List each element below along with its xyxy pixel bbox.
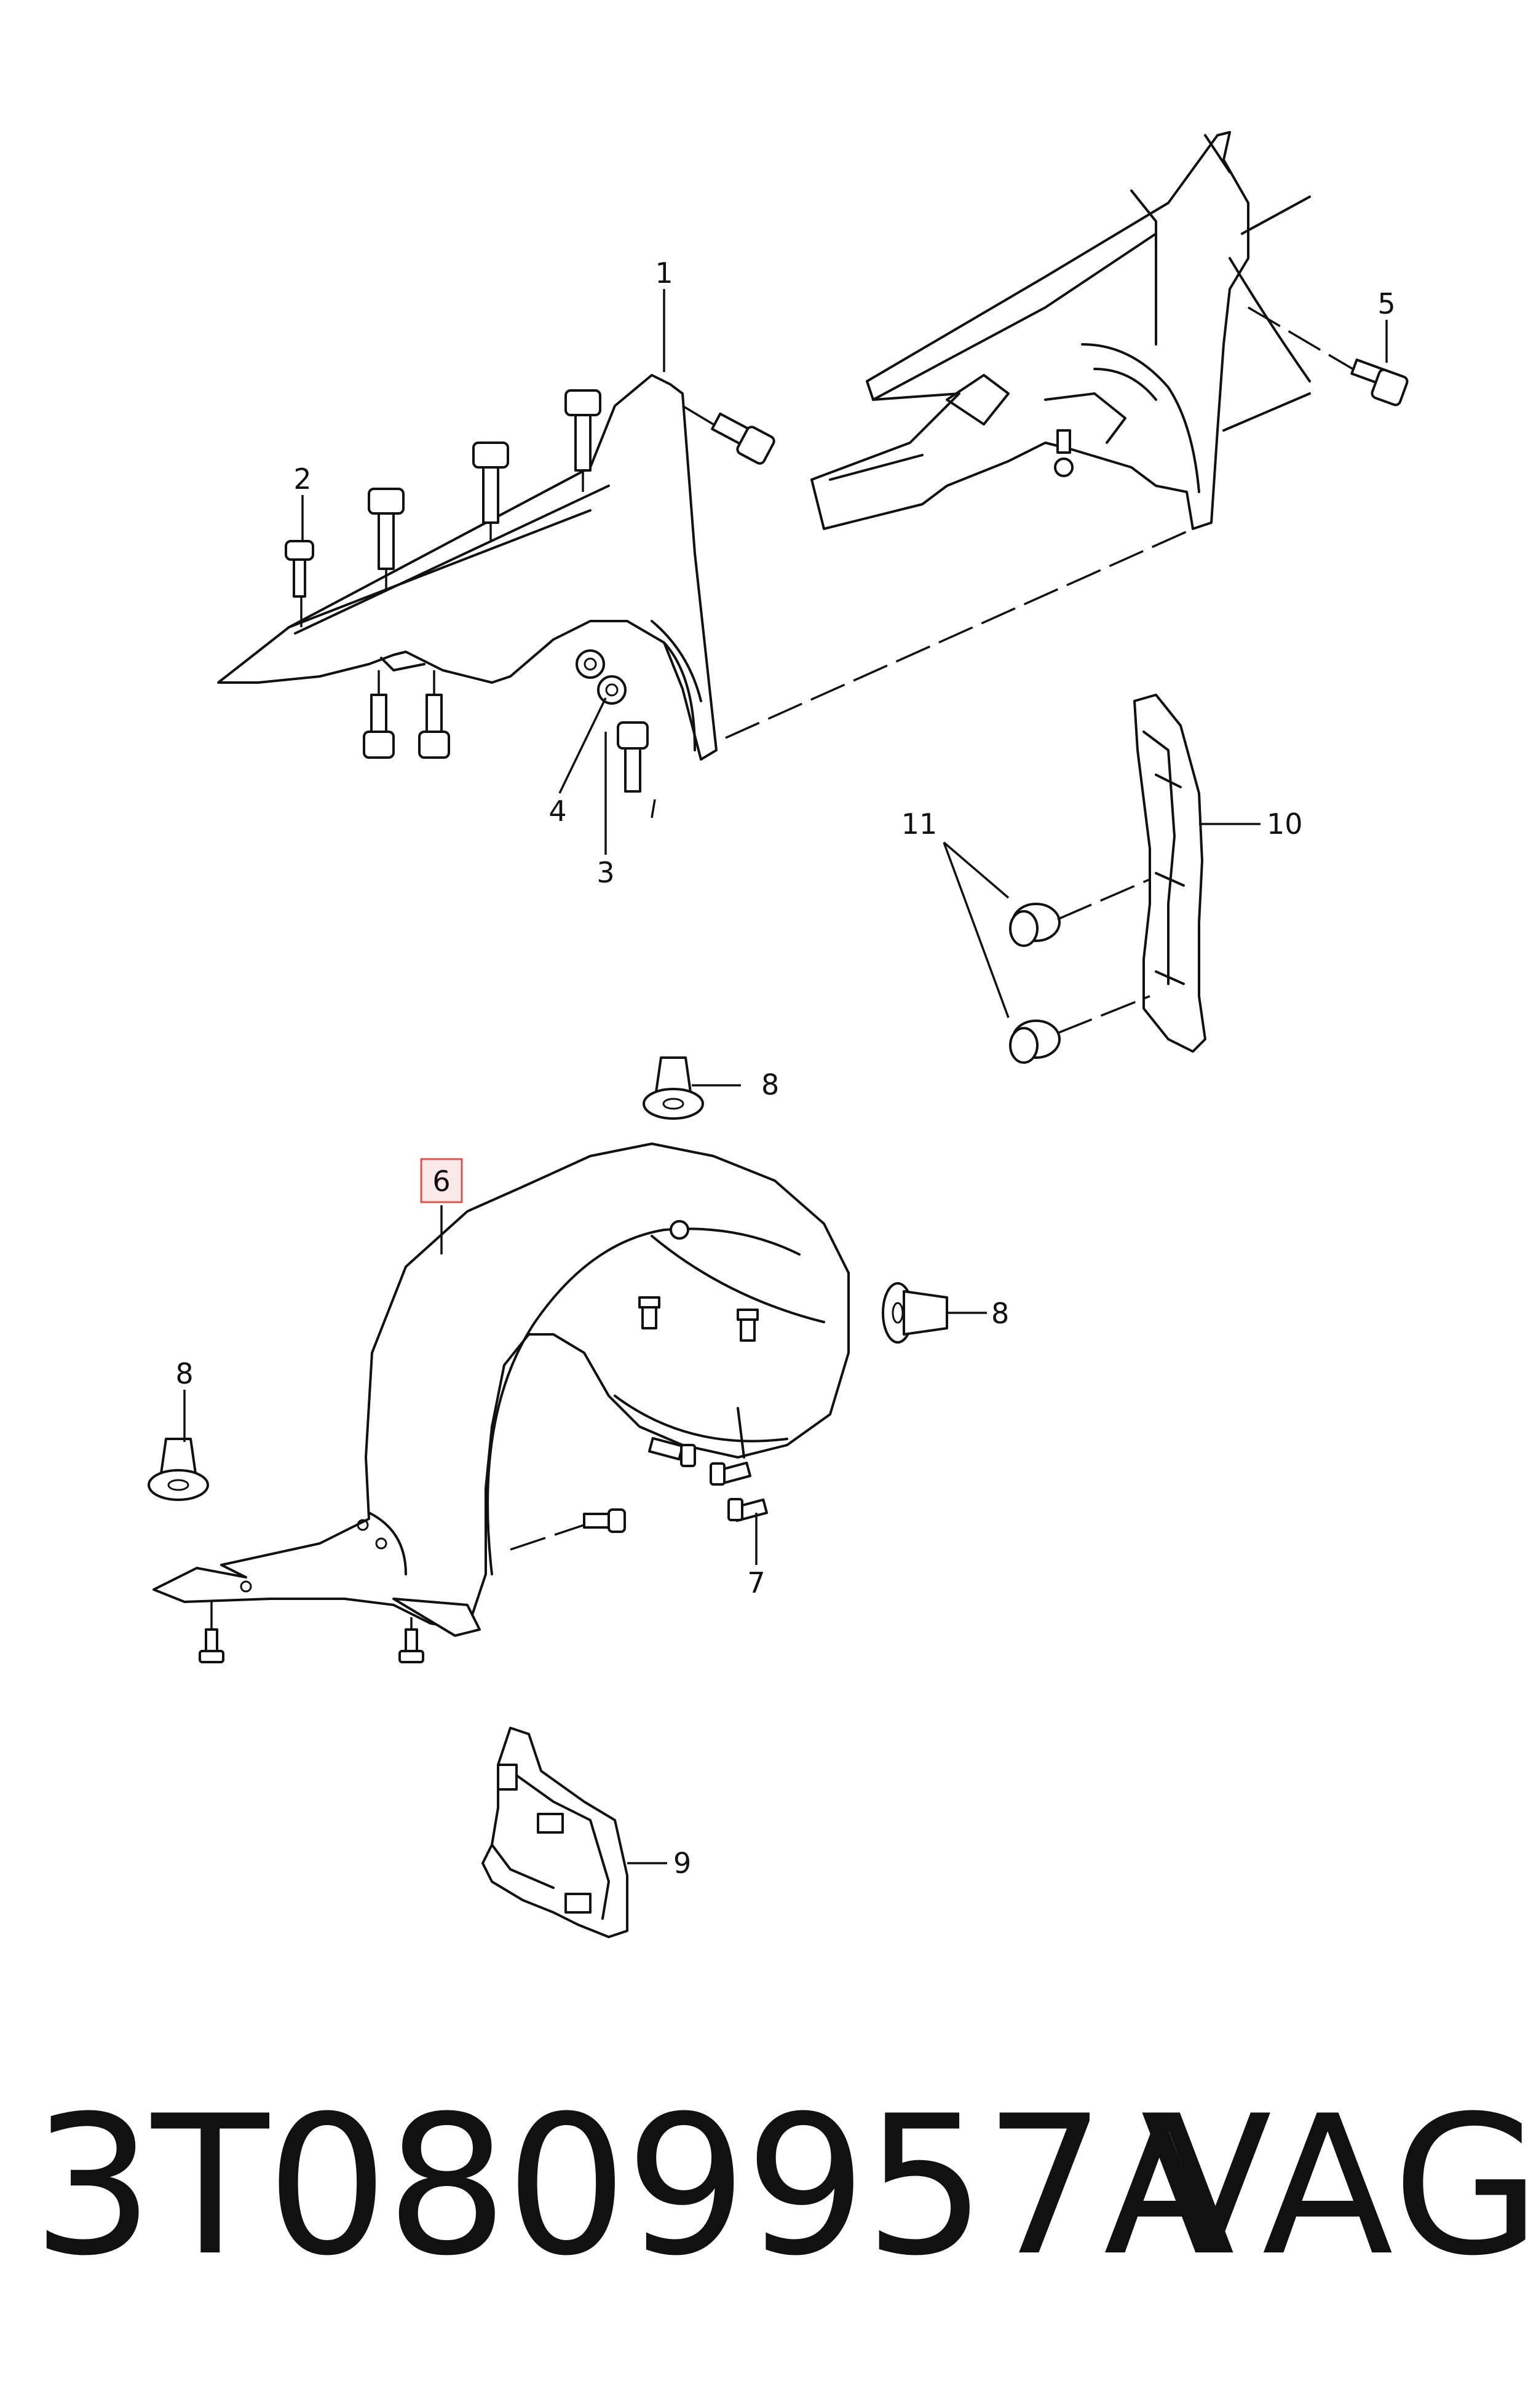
bracket <box>481 1727 628 1938</box>
screw-icon <box>737 1309 759 1342</box>
leader-4 <box>558 697 607 794</box>
callout-8a: 8 <box>761 1068 779 1101</box>
wheel-housing-liner <box>152 1143 850 1637</box>
callout-10: 10 <box>1267 807 1303 841</box>
bolt-icon <box>564 389 601 472</box>
dashed-alignment-line <box>725 528 1194 739</box>
part-number: 3T0809957A <box>32 2074 1235 2298</box>
callout-11: 11 <box>901 807 938 841</box>
screw-icon <box>583 1508 626 1533</box>
dashed-alignment-line <box>1248 306 1353 370</box>
hole-icon <box>670 1220 689 1240</box>
front-fender <box>217 374 718 761</box>
trim-panel <box>1133 694 1206 1053</box>
brand-label: VAG <box>1141 2074 1528 2298</box>
callout-8c: 8 <box>175 1357 193 1390</box>
bolt-icon <box>363 694 395 759</box>
bolt-icon <box>285 540 314 598</box>
callout-8b: 8 <box>991 1297 1009 1330</box>
nut-icon <box>597 675 627 705</box>
fender-top-bolts <box>285 389 601 627</box>
dashed-alignment-line <box>510 1524 585 1551</box>
screw-icon <box>710 1461 751 1486</box>
screw-icon <box>398 1628 424 1663</box>
fender-lower-bolts <box>363 670 450 759</box>
bolt-icon <box>682 405 775 465</box>
callout-6: 6 <box>432 1165 450 1198</box>
dashed-alignment-line <box>1057 878 1150 921</box>
bolt-icon <box>418 694 450 759</box>
screw-icon <box>199 1628 224 1663</box>
callout-1: 1 <box>655 256 673 290</box>
bolt-icon <box>368 488 405 570</box>
callout-3: 3 <box>596 856 614 889</box>
screw-icon <box>727 1498 768 1523</box>
bolt-icon <box>617 721 649 793</box>
expanding-nut-icon <box>148 1438 209 1501</box>
bolt-icon <box>472 442 509 524</box>
screw-icon <box>638 1296 660 1329</box>
callout-5: 5 <box>1377 287 1395 320</box>
highlight-box <box>420 1158 463 1203</box>
clip-icon <box>1009 903 1061 947</box>
dashed-alignment-line <box>1057 995 1150 1034</box>
expanding-nut-icon <box>882 1282 948 1344</box>
callout-7: 7 <box>747 1566 765 1599</box>
screw-icon <box>648 1436 696 1467</box>
callout-2: 2 <box>293 462 311 496</box>
leader-11 <box>943 841 1010 1018</box>
body-structure <box>810 131 1311 530</box>
expanding-nut-icon <box>643 1056 704 1120</box>
callout-9: 9 <box>673 1847 691 1880</box>
bolt-icon <box>1350 358 1409 406</box>
callout-4: 4 <box>548 794 566 828</box>
clip-icon <box>1009 1020 1061 1064</box>
nut-icon <box>576 649 605 679</box>
